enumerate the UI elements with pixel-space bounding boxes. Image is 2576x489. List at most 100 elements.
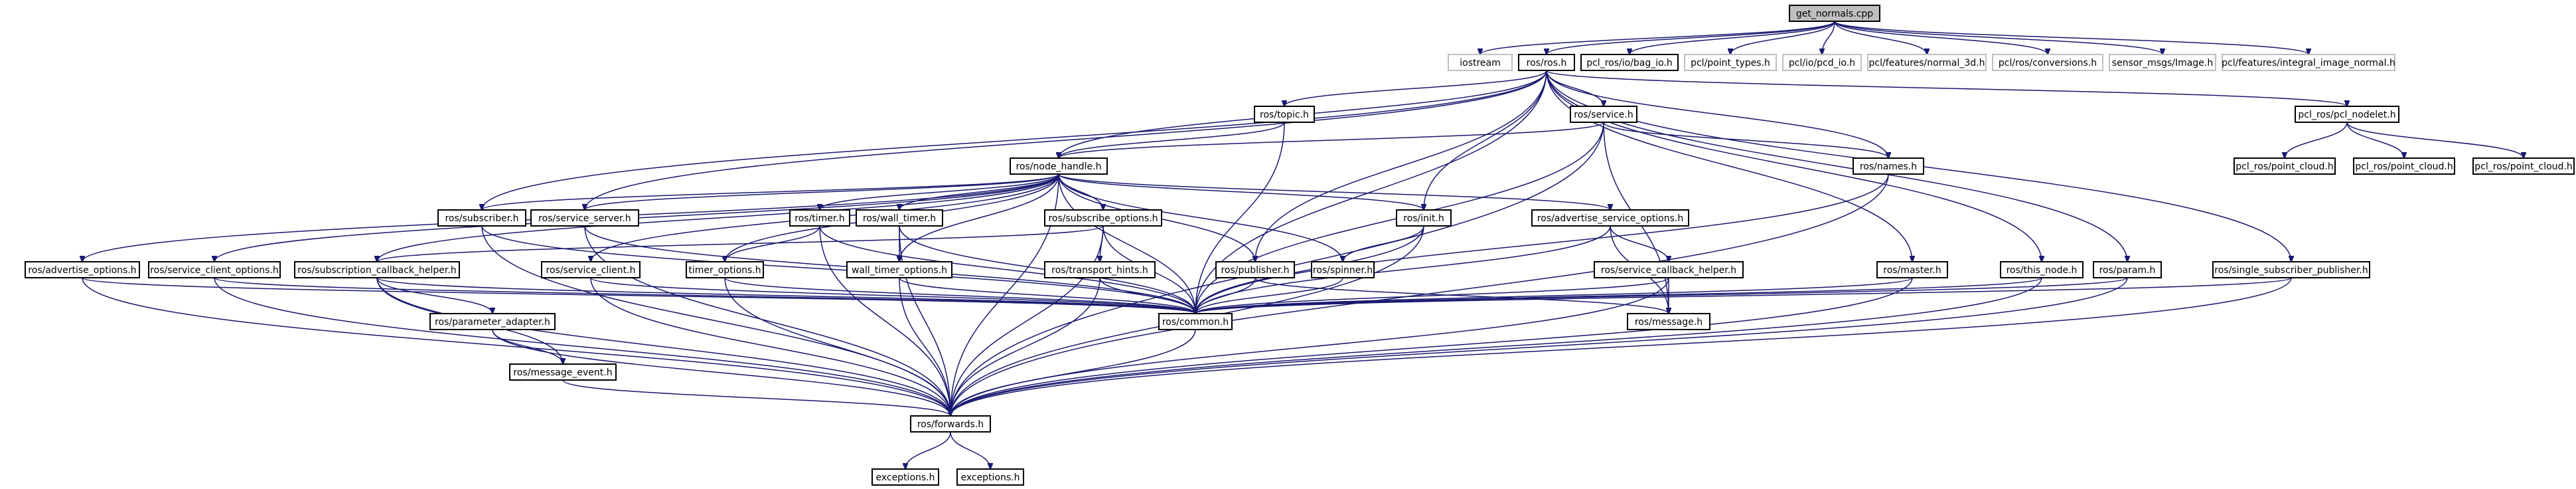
node-wall_timer_options[interactable]: wall_timer_options.h xyxy=(846,261,952,278)
node-box-point_types[interactable] xyxy=(1684,54,1777,71)
node-pc3[interactable]: pcl_ros/point_cloud.h xyxy=(2472,157,2575,175)
node-box-subscriber[interactable] xyxy=(437,209,526,227)
node-box-publisher[interactable] xyxy=(1215,261,1295,278)
node-service_client[interactable]: ros/service_client.h xyxy=(541,261,641,278)
node-label-message_event: ros/message_event.h xyxy=(513,367,612,378)
node-box-param_adapter[interactable] xyxy=(429,313,556,330)
node-pc2[interactable]: pcl_ros/point_cloud.h xyxy=(2353,157,2455,175)
node-box-service_client_options[interactable] xyxy=(148,261,281,278)
node-box-integral[interactable] xyxy=(2222,54,2395,71)
node-sensor_image[interactable]: sensor_msgs/Image.h xyxy=(2109,54,2216,71)
node-spinner[interactable]: ros/spinner.h xyxy=(1311,261,1375,278)
node-integral[interactable]: pcl/features/integral_image_normal.h xyxy=(2222,54,2395,71)
node-exceptions1[interactable]: exceptions.h xyxy=(871,468,939,486)
node-box-wall_timer_options[interactable] xyxy=(846,261,952,278)
node-box-spinner[interactable] xyxy=(1311,261,1375,278)
node-topic[interactable]: ros/topic.h xyxy=(1254,106,1315,123)
node-init[interactable]: ros/init.h xyxy=(1396,209,1452,227)
node-box-sub_cb_helper[interactable] xyxy=(294,261,460,278)
node-names[interactable]: ros/names.h xyxy=(1853,157,1924,175)
node-box-init[interactable] xyxy=(1396,209,1452,227)
node-box-timer[interactable] xyxy=(789,209,850,227)
node-master[interactable]: ros/master.h xyxy=(1876,261,1948,278)
node-box-subscribe_options[interactable] xyxy=(1044,209,1162,227)
node-box-timer_options[interactable] xyxy=(686,261,764,278)
node-box-service_cb_helper[interactable] xyxy=(1594,261,1744,278)
node-box-sensor_image[interactable] xyxy=(2109,54,2216,71)
node-adv_service_options[interactable]: ros/advertise_service_options.h xyxy=(1531,209,1689,227)
node-box-this_node[interactable] xyxy=(2000,261,2084,278)
node-box-common[interactable] xyxy=(1158,313,1233,330)
node-box-nodelet[interactable] xyxy=(2295,106,2399,123)
node-bag_io[interactable]: pcl_ros/io/bag_io.h xyxy=(1580,54,1679,71)
node-forwards[interactable]: ros/forwards.h xyxy=(910,415,991,433)
node-wall_timer[interactable]: ros/wall_timer.h xyxy=(856,209,943,227)
node-box-node_handle[interactable] xyxy=(1010,157,1108,175)
node-box-transport_hints[interactable] xyxy=(1044,261,1156,278)
node-box-master[interactable] xyxy=(1876,261,1948,278)
node-normal3d[interactable]: pcl/features/normal_3d.h xyxy=(1867,54,1987,71)
node-exceptions2[interactable]: exceptions.h xyxy=(956,468,1024,486)
node-box-iostream[interactable] xyxy=(1448,54,1513,71)
edge-root-to-integral xyxy=(1834,21,2309,54)
node-box-message_event[interactable] xyxy=(509,363,617,381)
node-iostream[interactable]: iostream xyxy=(1448,54,1513,71)
node-sub_cb_helper[interactable]: ros/subscription_callback_helper.h xyxy=(294,261,460,278)
node-common[interactable]: ros/common.h xyxy=(1158,313,1233,330)
node-label-transport_hints: ros/transport_hints.h xyxy=(1051,265,1148,276)
node-service_client_options[interactable]: ros/service_client_options.h xyxy=(148,261,281,278)
node-service_server[interactable]: ros/service_server.h xyxy=(530,209,639,227)
node-publisher[interactable]: ros/publisher.h xyxy=(1215,261,1295,278)
node-subscribe_options[interactable]: ros/subscribe_options.h xyxy=(1044,209,1162,227)
node-pcd_io[interactable]: pcl/io/pcd_io.h xyxy=(1782,54,1862,71)
node-box-ros[interactable] xyxy=(1518,54,1575,71)
node-nodelet[interactable]: pcl_ros/pcl_nodelet.h xyxy=(2295,106,2399,123)
node-service_cb_helper[interactable]: ros/service_callback_helper.h xyxy=(1594,261,1744,278)
node-label-publisher: ros/publisher.h xyxy=(1221,265,1289,276)
node-box-service[interactable] xyxy=(1570,106,1637,123)
node-box-exceptions1[interactable] xyxy=(871,468,939,486)
node-advertise_options[interactable]: ros/advertise_options.h xyxy=(25,261,140,278)
node-box-wall_timer[interactable] xyxy=(856,209,943,227)
node-timer_options[interactable]: timer_options.h xyxy=(686,261,764,278)
node-box-service_server[interactable] xyxy=(530,209,639,227)
node-box-exceptions2[interactable] xyxy=(956,468,1024,486)
edge-wall_timer_options-to-common xyxy=(899,277,1195,314)
node-box-conversions[interactable] xyxy=(1992,54,2103,71)
node-box-root[interactable] xyxy=(1789,5,1880,22)
node-box-adv_service_options[interactable] xyxy=(1531,209,1689,227)
node-subscriber[interactable]: ros/subscriber.h xyxy=(437,209,526,227)
node-box-pc2[interactable] xyxy=(2353,157,2455,175)
node-box-advertise_options[interactable] xyxy=(25,261,140,278)
node-box-message[interactable] xyxy=(1627,313,1710,330)
node-message_event[interactable]: ros/message_event.h xyxy=(509,363,617,381)
node-box-normal3d[interactable] xyxy=(1867,54,1987,71)
node-point_types[interactable]: pcl/point_types.h xyxy=(1684,54,1777,71)
node-ros[interactable]: ros/ros.h xyxy=(1518,54,1575,71)
node-box-single_sub_pub[interactable] xyxy=(2212,261,2370,278)
edge-service_client_options-to-common xyxy=(214,277,1195,314)
node-single_sub_pub[interactable]: ros/single_subscriber_publisher.h xyxy=(2212,261,2370,278)
node-conversions[interactable]: pcl/ros/conversions.h xyxy=(1992,54,2103,71)
node-node_handle[interactable]: ros/node_handle.h xyxy=(1010,157,1108,175)
node-timer[interactable]: ros/timer.h xyxy=(789,209,850,227)
node-box-pcd_io[interactable] xyxy=(1782,54,1862,71)
node-box-forwards[interactable] xyxy=(910,415,991,433)
node-this_node[interactable]: ros/this_node.h xyxy=(2000,261,2084,278)
node-box-param[interactable] xyxy=(2093,261,2162,278)
node-message[interactable]: ros/message.h xyxy=(1627,313,1710,330)
edge-common-to-forwards xyxy=(950,329,1196,416)
node-box-topic[interactable] xyxy=(1254,106,1315,123)
node-box-pc1[interactable] xyxy=(2234,157,2336,175)
node-transport_hints[interactable]: ros/transport_hints.h xyxy=(1044,261,1156,278)
node-box-bag_io[interactable] xyxy=(1580,54,1679,71)
node-param_adapter[interactable]: ros/parameter_adapter.h xyxy=(429,313,556,330)
node-param[interactable]: ros/param.h xyxy=(2093,261,2162,278)
node-box-names[interactable] xyxy=(1853,157,1924,175)
node-root[interactable]: get_normals.cpp xyxy=(1789,5,1880,22)
edge-ros-to-nodelet xyxy=(1546,70,2347,106)
node-service[interactable]: ros/service.h xyxy=(1570,106,1637,123)
node-box-service_client[interactable] xyxy=(541,261,641,278)
node-box-pc3[interactable] xyxy=(2472,157,2575,175)
node-pc1[interactable]: pcl_ros/point_cloud.h xyxy=(2234,157,2336,175)
